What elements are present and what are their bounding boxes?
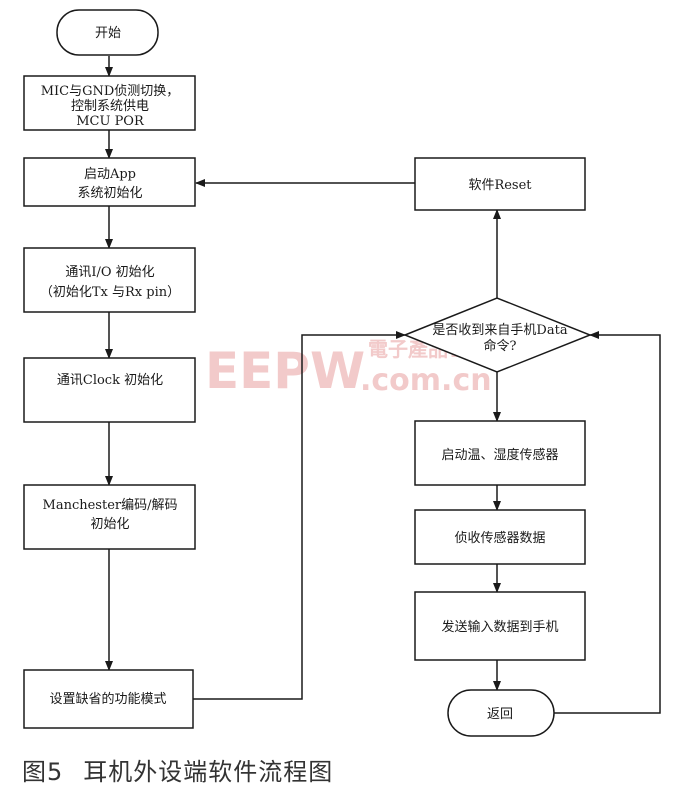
- manchester-box: [23, 484, 196, 550]
- decision-diamond: [402, 297, 593, 373]
- soft-reset-label: 软件Reset: [468, 178, 532, 193]
- decision-line1: 是否收到来自手机Data: [432, 323, 567, 338]
- manchester-line1: Manchester编码/解码: [43, 498, 178, 513]
- mic-switch-line3: MCU POR: [76, 114, 145, 129]
- watermark: EEPW .com.cn 電子產品世界: [205, 337, 492, 400]
- return-terminal: [447, 689, 555, 737]
- manchester-line2: 初始化: [90, 517, 129, 532]
- mic-switch-line1: MIC与GND侦测切换，: [41, 84, 180, 99]
- io-init-line2: （初始化Tx 与Rx pin）: [40, 285, 180, 300]
- return-label: 返回: [487, 707, 513, 722]
- start-sensor-box: [414, 420, 586, 486]
- figure-title: 耳机外设端软件流程图: [83, 758, 334, 786]
- soft-reset-box: [414, 157, 586, 211]
- start-app-line2: 系统初始化: [77, 186, 142, 201]
- arrow-return-to-decision: [554, 331, 661, 714]
- start-label: 开始: [95, 26, 121, 41]
- watermark-brand: EEPW: [205, 342, 365, 400]
- io-init-line1: 通讯I/O 初始化: [65, 265, 154, 280]
- start-terminal: [56, 9, 159, 56]
- io-init-box: [23, 247, 196, 313]
- decision-line2: 命令?: [484, 338, 517, 354]
- watermark-domain: .com.cn: [360, 363, 492, 398]
- arrow-default-to-decision: [193, 331, 406, 700]
- read-sensor-label: 侦收传感器数据: [454, 530, 545, 546]
- mic-switch-line2: 控制系统供电: [71, 99, 149, 114]
- start-sensor-label: 启动温、湿度传感器: [441, 447, 558, 463]
- clock-init-label: 通讯Clock 初始化: [57, 373, 163, 388]
- connectors: [105, 56, 661, 714]
- start-app-box: [23, 157, 196, 207]
- clock-init-box: [23, 357, 196, 423]
- default-mode-label: 设置缺省的功能模式: [49, 691, 166, 707]
- send-data-label: 发送输入数据到手机: [441, 619, 558, 635]
- figure-caption: 图5 耳机外设端软件流程图: [22, 752, 333, 787]
- default-mode-box: [23, 669, 194, 729]
- send-data-box: [414, 591, 586, 661]
- mic-switch-box: [23, 75, 196, 131]
- figure-number: 图5: [22, 758, 64, 786]
- start-app-line1: 启动App: [84, 167, 136, 182]
- read-sensor-box: [414, 509, 586, 565]
